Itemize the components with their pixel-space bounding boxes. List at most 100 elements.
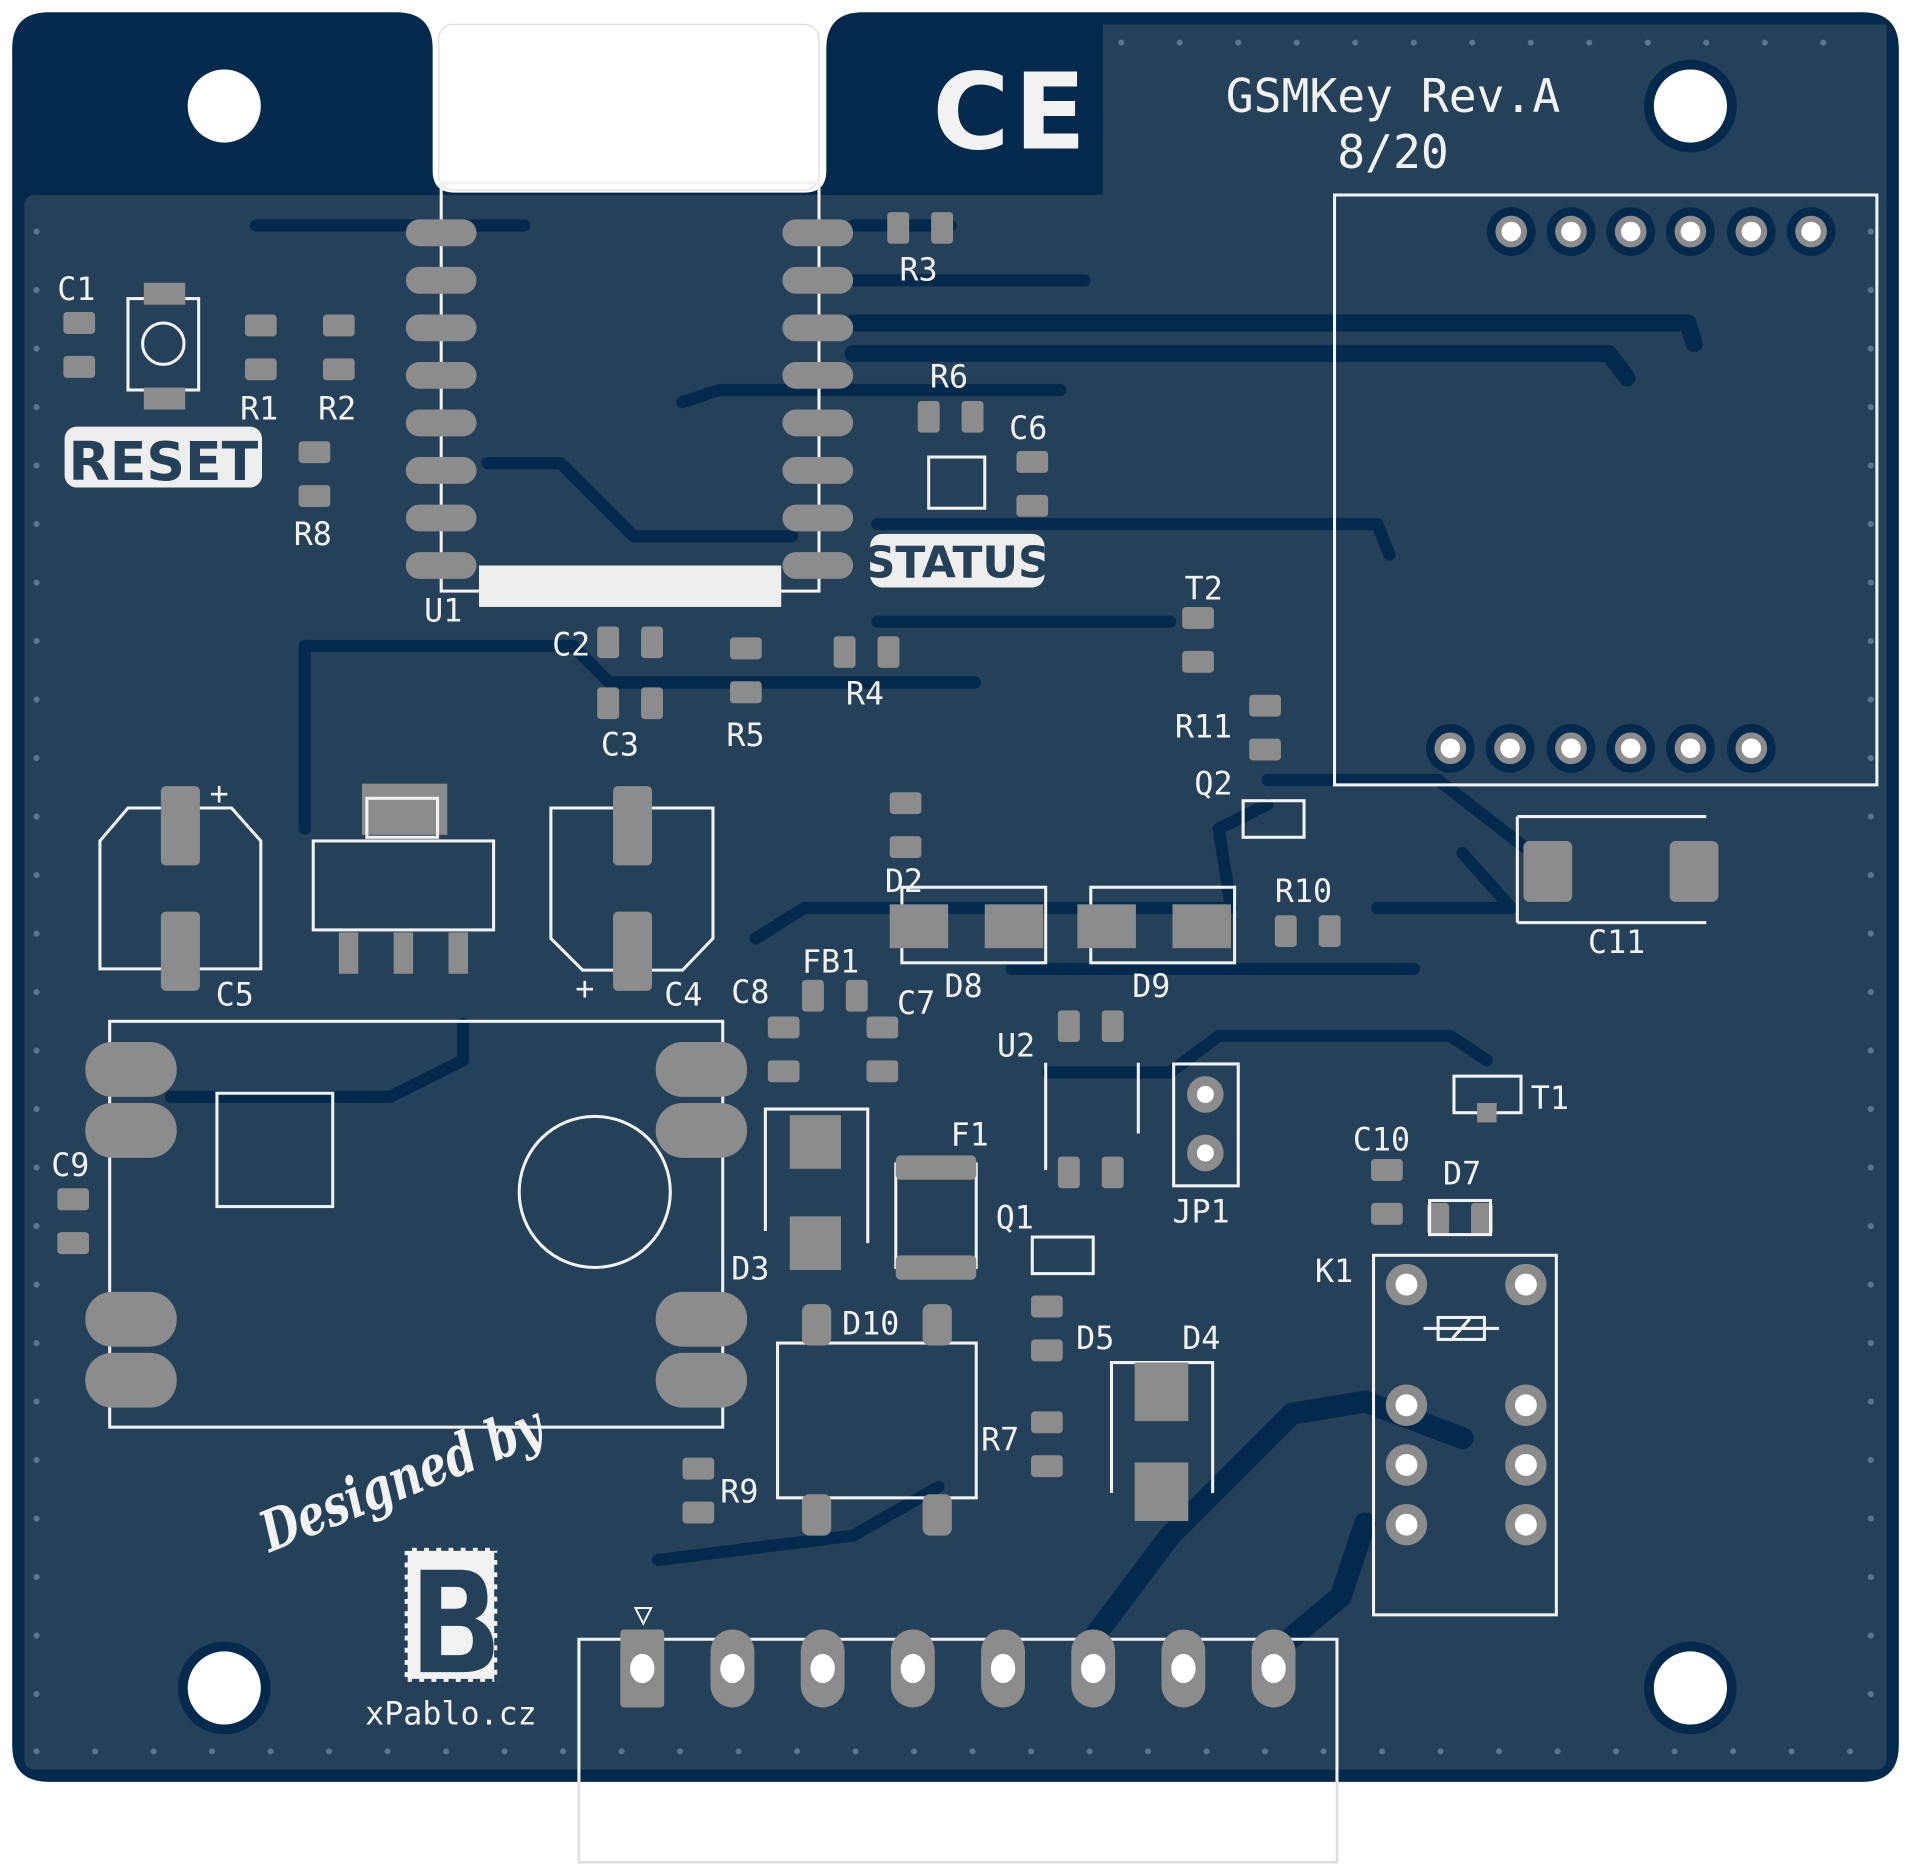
u1-pad (782, 552, 854, 579)
connector-pin-hole (900, 1653, 926, 1684)
ref-u1: U1 (424, 594, 462, 630)
reader-pin-hole (1561, 738, 1581, 759)
smd-pad (63, 312, 96, 334)
stitch-via (1867, 1632, 1874, 1639)
stitch-via (33, 1281, 40, 1288)
u1-module: U1 (405, 181, 854, 630)
smd-pad (1031, 1455, 1063, 1478)
stitch-via (501, 1748, 508, 1755)
stitch-via (1496, 1748, 1503, 1755)
stitch-via (33, 1515, 40, 1522)
ref-q2: Q2 (1194, 767, 1232, 803)
smd-pad (298, 441, 331, 464)
smd-pad (801, 979, 824, 1012)
reader-pin-hole (1620, 221, 1641, 242)
stitch-via (1867, 1164, 1874, 1171)
ref-c7: C7 (897, 986, 935, 1022)
connector-pin-hole (1171, 1653, 1196, 1684)
ref-u2: U2 (997, 1029, 1035, 1065)
stitch-via (1867, 696, 1874, 703)
mounting-hole (1653, 1651, 1727, 1725)
u1-pad (405, 314, 477, 342)
smd-pad (866, 1060, 899, 1083)
stitch-via (1644, 39, 1651, 46)
ref-r7: R7 (981, 1422, 1019, 1458)
diode-d4 (1109, 1361, 1215, 1521)
u2-chip (1044, 1062, 1140, 1170)
stitch-via (794, 1748, 801, 1755)
stitch-via (33, 1574, 40, 1581)
stitch-via (1867, 579, 1874, 586)
stitch-via (1867, 1106, 1874, 1113)
ref-fb1: FB1 (802, 945, 859, 981)
relay-pin-hole (1514, 1513, 1537, 1536)
ref-d2: D2 (885, 864, 923, 900)
smd-pad (931, 212, 954, 244)
connector-pin-hole (990, 1653, 1016, 1684)
reader-pin-hole (1501, 221, 1521, 242)
reader-pin-hole (1500, 738, 1520, 759)
smd-pad (1031, 1411, 1063, 1434)
smd-pad (961, 400, 984, 433)
stitch-via (1867, 1691, 1874, 1698)
stitch-via (33, 1106, 40, 1113)
u1-pad (405, 409, 477, 437)
plus-mark: + (210, 776, 229, 812)
diode-d3 (763, 1107, 870, 1270)
smd-pad (641, 687, 663, 720)
stitch-via (33, 1632, 40, 1639)
stitch-via (33, 1164, 40, 1171)
board-title: GSMKey Rev.A (1226, 69, 1561, 123)
smd-pad (322, 358, 355, 381)
stitch-via (33, 1047, 40, 1054)
stitch-via (33, 579, 40, 586)
smd-pad (730, 681, 762, 704)
u1-pad (782, 409, 854, 437)
sot23-outline (1030, 1235, 1095, 1276)
u1-pad (405, 361, 477, 389)
reader-pin-hole (1741, 221, 1762, 242)
u1-pad (405, 219, 477, 247)
relay-pin-hole (1395, 1513, 1418, 1536)
relay-k1 (1372, 1253, 1558, 1617)
stitch-via (1145, 1748, 1152, 1755)
stitch-via (33, 1398, 40, 1405)
smd-pad (1318, 915, 1341, 947)
status-led-footprint: STATUS (864, 455, 1050, 589)
stitch-via (1379, 1748, 1386, 1755)
smd-pad (244, 358, 277, 381)
reader-pin-hole (1561, 221, 1581, 242)
ref-c10: C10 (1353, 1123, 1410, 1159)
smd-pad (1182, 650, 1214, 673)
smd-pad (1016, 450, 1049, 473)
ref-q1: Q1 (996, 1201, 1034, 1237)
stitch-via (209, 1748, 216, 1755)
mounting-hole (187, 1651, 261, 1725)
u1-pad (782, 504, 854, 532)
stitch-via (1761, 39, 1768, 46)
ref-d10: D10 (842, 1307, 899, 1343)
smd-pad (889, 792, 922, 815)
smd-pad (1101, 1156, 1124, 1189)
stitch-via (1028, 1748, 1035, 1755)
ref-r11: R11 (1175, 709, 1232, 745)
stitch-via (1086, 1748, 1093, 1755)
smd-pad (322, 314, 355, 337)
voltage-regulator-sot223 (311, 783, 496, 974)
ref-c3: C3 (601, 728, 639, 764)
stitch-via (1703, 39, 1710, 46)
smd-pad (1031, 1295, 1063, 1318)
stitch-via (1118, 39, 1125, 46)
stitch-via (1867, 1457, 1874, 1464)
stitch-via (443, 1748, 450, 1755)
smd-pad (1057, 1156, 1080, 1189)
u1-pad (782, 266, 854, 294)
u1-pad (405, 266, 477, 294)
stitch-via (1469, 39, 1476, 46)
ref-r2: R2 (318, 391, 356, 427)
smd-pad (1249, 694, 1281, 717)
ref-c8: C8 (731, 975, 769, 1011)
stitch-via (1867, 638, 1874, 645)
stitch-via (1293, 39, 1300, 46)
stitch-via (33, 930, 40, 937)
